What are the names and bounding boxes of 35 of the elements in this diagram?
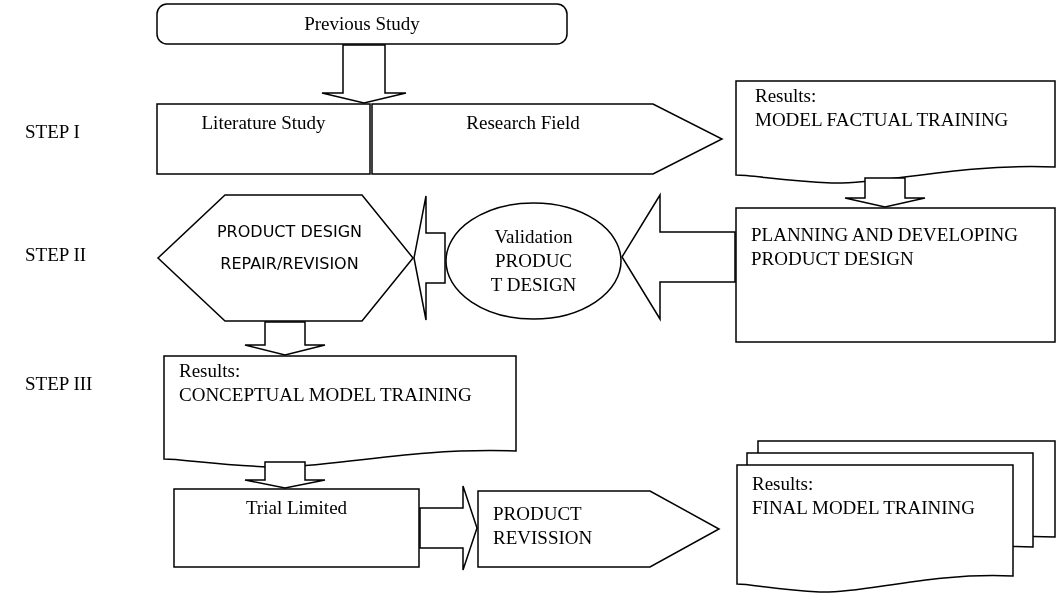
pentagon-shape xyxy=(371,103,723,175)
node-text: Validation PRODUC T DESIGN xyxy=(490,225,577,297)
step-label: STEP III xyxy=(25,372,93,396)
node-text: Results: xyxy=(179,359,241,383)
document-shape xyxy=(163,355,517,470)
node-text: Results: xyxy=(755,84,817,108)
node-text: Trial Limited xyxy=(245,496,348,520)
node-text: PLANNING AND DEVELOPING PRODUCT DESIGN xyxy=(751,223,1020,271)
node-text: Results: xyxy=(752,472,814,496)
process-box xyxy=(156,103,371,175)
block-arrow xyxy=(244,321,326,356)
process-box xyxy=(735,207,1056,343)
node-text: MODEL FACTUAL TRAINING xyxy=(755,108,1009,132)
node-text: PRODUCT DESIGN REPAIR/REVISION xyxy=(215,221,364,275)
node-text: Research Field xyxy=(466,111,580,135)
ellipse-shape xyxy=(445,202,622,320)
block-arrow xyxy=(844,177,926,208)
document-shape xyxy=(735,80,1056,186)
process-box xyxy=(173,488,420,568)
node-text: PRODUCT REVISSION xyxy=(493,502,594,550)
block-arrow xyxy=(419,485,478,571)
hexagon-shape xyxy=(157,194,414,322)
node-text: Previous Study xyxy=(304,12,420,36)
step-label: STEP II xyxy=(25,243,87,267)
node-text: Literature Study xyxy=(201,111,326,135)
block-arrow xyxy=(413,195,446,321)
multi-document-shape xyxy=(736,440,1056,596)
pentagon-shape xyxy=(477,490,720,568)
block-arrow xyxy=(244,461,326,489)
block-arrow xyxy=(621,192,736,322)
step-label: STEP I xyxy=(25,120,80,144)
rounded-box xyxy=(156,3,568,45)
node-text: CONCEPTUAL MODEL TRAINING xyxy=(179,383,472,407)
block-arrow xyxy=(321,44,407,104)
node-text: FINAL MODEL TRAINING xyxy=(752,496,976,520)
